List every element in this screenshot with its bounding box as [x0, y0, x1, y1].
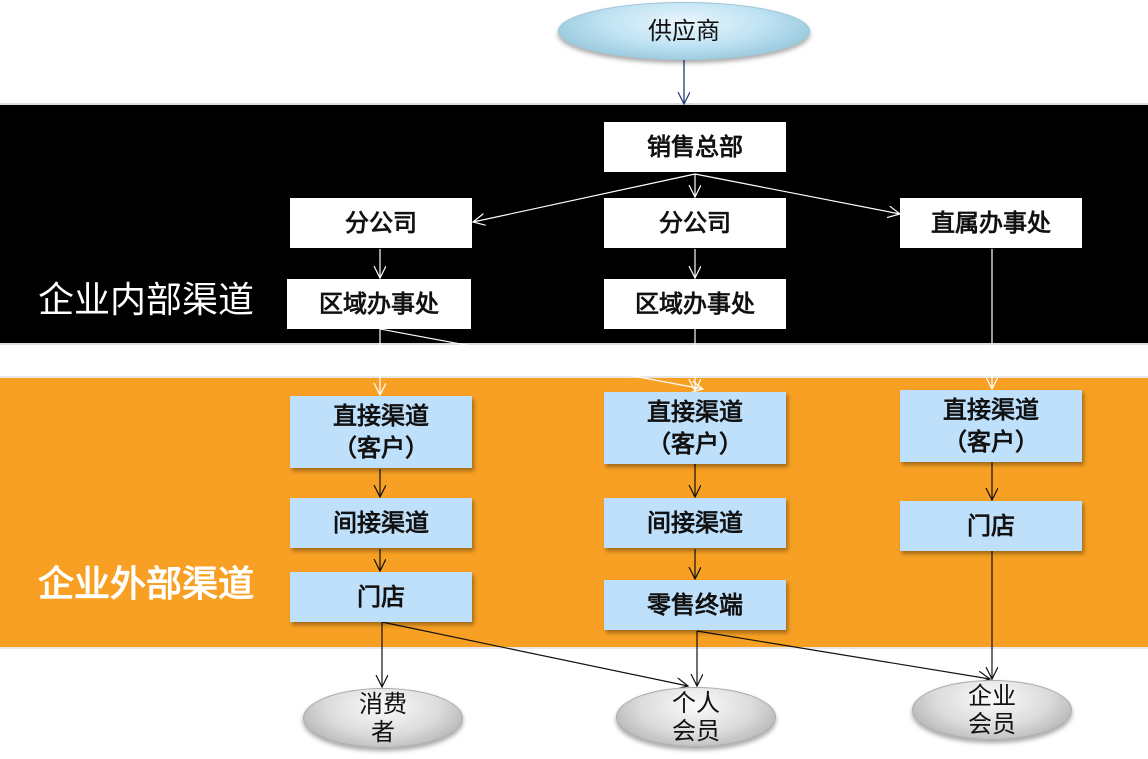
consumer-node: 消费 者 [303, 688, 463, 748]
sales-hq-node: 销售总部 [604, 122, 786, 172]
enterprise-member-node: 企业 会员 [912, 680, 1072, 740]
edge-region-left-direct-mid [379, 328, 703, 389]
direct-channel-left-node: 直接渠道 （客户） [290, 396, 472, 468]
direct-channel-right-node: 直接渠道 （客户） [900, 390, 1082, 462]
supplier-label: 供应商 [648, 17, 720, 45]
branch-left-node: 分公司 [290, 198, 472, 248]
branch-mid-node: 分公司 [604, 198, 786, 248]
internal-channel-label: 企业内部渠道 [38, 280, 255, 321]
enterprise-member-line1: 企业 [968, 682, 1016, 710]
direct-office-node: 直属办事处 [900, 198, 1082, 248]
consumer-line2: 者 [371, 718, 395, 746]
enterprise-member-line2: 会员 [968, 710, 1016, 738]
edge-hq-branch-left [473, 173, 696, 222]
personal-member-node: 个人 会员 [616, 687, 776, 747]
store-right-node: 门店 [900, 501, 1082, 551]
edge-retail-enterprise [696, 630, 990, 679]
direct-channel-left-line2: （客户） [333, 434, 429, 462]
direct-channel-mid-node: 直接渠道 （客户） [604, 392, 786, 464]
region-office-mid-node: 区域办事处 [604, 279, 786, 329]
external-channel-label: 企业外部渠道 [38, 564, 255, 605]
region-office-left-node: 区域办事处 [287, 279, 471, 329]
store-left-node: 门店 [290, 572, 472, 622]
edge-hq-direct-office [694, 173, 900, 214]
consumer-line1: 消费 [359, 690, 407, 718]
direct-channel-mid-line1: 直接渠道 [647, 398, 743, 426]
edge-store-left-personal [381, 621, 688, 686]
direct-channel-right-line2: （客户） [943, 428, 1039, 456]
retail-terminal-node: 零售终端 [604, 580, 786, 630]
direct-channel-mid-line2: （客户） [647, 430, 743, 458]
indirect-channel-left-node: 间接渠道 [290, 498, 472, 548]
supplier-node: 供应商 [558, 2, 810, 60]
indirect-channel-mid-node: 间接渠道 [604, 498, 786, 548]
personal-member-line1: 个人 [672, 689, 720, 717]
direct-channel-right-line1: 直接渠道 [943, 396, 1039, 424]
personal-member-line2: 会员 [672, 717, 720, 745]
direct-channel-left-line1: 直接渠道 [333, 402, 429, 430]
